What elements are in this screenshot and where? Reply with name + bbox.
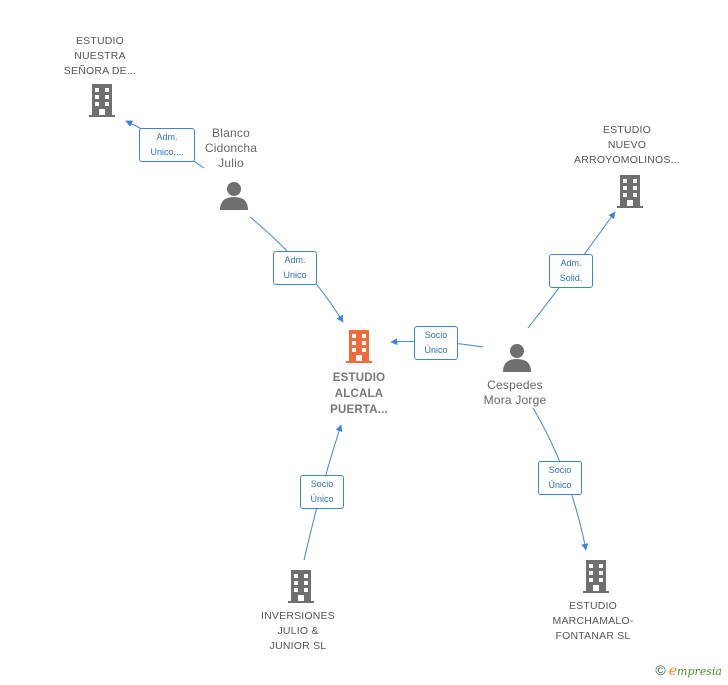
building-icon[interactable] [87,84,117,117]
person-icon[interactable] [220,182,248,210]
company-label-estudio-nuestra[interactable]: ESTUDIO NUESTRA SEÑORA DE... [63,35,137,77]
company-label-estudio-alcala[interactable]: ESTUDIO ALCALA PUERTA... [330,372,388,416]
person-icon[interactable] [503,344,531,372]
edge-label-cespedes-to-alcala: Socio Único [414,326,458,360]
building-icon[interactable] [346,330,372,363]
copyright-icon: © [655,662,666,678]
person-label-cespedes[interactable]: Cespedes Mora Jorge [483,378,547,407]
brand-logo-initial: e [668,663,678,679]
copyright-footer: ©empresia [655,662,722,679]
edge-label-inversiones-to-alcala: Socio Único [300,475,344,509]
edge-label-cespedes-to-marchamalo: Socio Único [538,461,582,495]
company-label-estudio-nuevo[interactable]: ESTUDIO NUEVO ARROYOMOLINOS... [574,124,680,166]
edge-label-blanco-to-nuestra: Adm. Unico,... [139,128,195,162]
brand-logo-text: mpresia [677,665,722,678]
person-label-blanco[interactable]: Blanco Cidoncha Julio [204,126,258,170]
company-label-inversiones[interactable]: INVERSIONES JULIO & JUNIOR SL [261,610,335,652]
building-icon[interactable] [583,560,609,593]
edge-label-cespedes-to-nuevo: Adm. Solid. [549,254,593,288]
building-icon[interactable] [617,175,643,208]
building-icon[interactable] [288,570,314,603]
edge-label-blanco-to-alcala: Adm. Unico [273,251,317,285]
company-label-estudio-marchamalo[interactable]: ESTUDIO MARCHAMALO- FONTANAR SL [552,600,634,642]
